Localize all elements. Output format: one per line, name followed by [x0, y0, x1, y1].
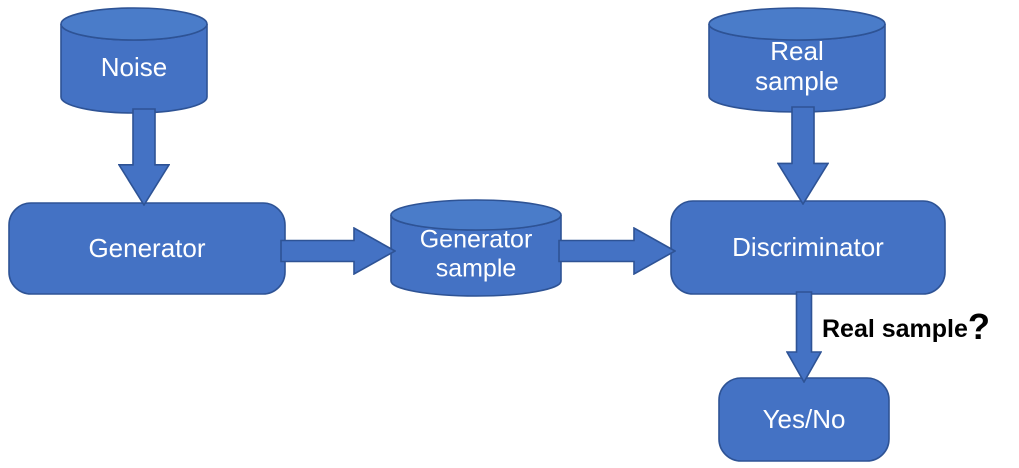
- cylinder-top-ellipse: [708, 7, 886, 41]
- node-generator[interactable]: Generator: [8, 202, 286, 295]
- arrow-icon: [558, 226, 677, 276]
- arrow-glyph: [558, 226, 677, 276]
- arrow-glyph: [776, 106, 830, 206]
- arrow-glyph: [785, 291, 823, 384]
- node-generator-sample[interactable]: Generator sample: [390, 199, 562, 297]
- arrow-glyph: [117, 108, 171, 207]
- rounded-rect-body: [670, 200, 946, 295]
- cylinder-top-ellipse: [60, 7, 208, 41]
- arrow-glyph: [280, 226, 397, 276]
- cylinder-shape-generator-sample: [390, 199, 562, 297]
- node-discriminator[interactable]: Discriminator: [670, 200, 946, 295]
- node-noise[interactable]: Noise: [60, 7, 208, 114]
- annotation-real-sample-question: Real sample?: [822, 306, 991, 347]
- cylinder-top-ellipse: [390, 199, 562, 231]
- arrow-icon: [280, 226, 397, 276]
- rounded-rect-shape-discriminator: [670, 200, 946, 295]
- rounded-rect-body: [718, 377, 890, 462]
- rounded-rect-body: [8, 202, 286, 295]
- arrow-icon: [785, 291, 823, 384]
- rounded-rect-shape-generator: [8, 202, 286, 295]
- rounded-rect-shape-yes-no: [718, 377, 890, 462]
- node-yes-no[interactable]: Yes/No: [718, 377, 890, 462]
- cylinder-shape-noise: [60, 7, 208, 114]
- arrow-discriminator-to-yes-no: [785, 291, 823, 384]
- arrow-icon: [776, 106, 830, 206]
- arrow-generator-to-generator-sample: [280, 226, 397, 276]
- node-real-sample[interactable]: Real sample: [708, 7, 886, 113]
- question-mark-glyph: ?: [967, 306, 991, 347]
- arrow-real-sample-to-discriminator: [776, 106, 830, 206]
- arrow-noise-to-generator: [117, 108, 171, 207]
- arrow-generator-sample-to-discriminator: [558, 226, 677, 276]
- cylinder-shape-real-sample: [708, 7, 886, 113]
- annotation-text: Real sample: [822, 314, 968, 343]
- arrow-icon: [117, 108, 171, 207]
